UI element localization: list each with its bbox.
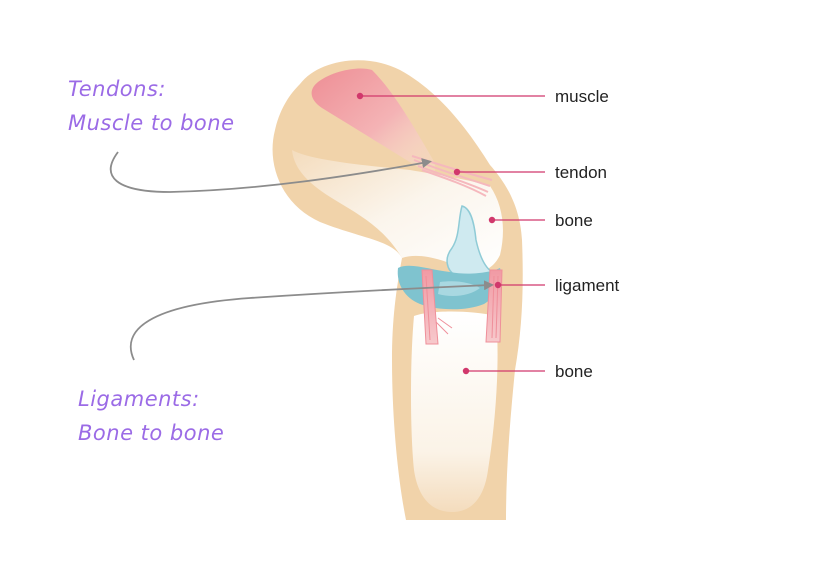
leader-lines bbox=[360, 95, 545, 372]
leader-dots bbox=[356, 92, 502, 375]
muscle bbox=[311, 68, 436, 174]
note-tendons-subtitle: Muscle to bone bbox=[68, 111, 235, 135]
label-bone-lower: bone bbox=[555, 362, 593, 381]
note-ligaments-subtitle: Bone to bone bbox=[78, 421, 224, 445]
tendons-arrow bbox=[109, 151, 432, 193]
meniscus-inner bbox=[438, 281, 480, 296]
label-bone-upper: bone bbox=[555, 211, 593, 230]
label-muscle: muscle bbox=[555, 87, 609, 106]
note-tendons-title: Tendons: bbox=[68, 77, 166, 101]
ligaments-arrow bbox=[129, 280, 494, 361]
label-ligament: ligament bbox=[555, 276, 620, 295]
label-tendon: tendon bbox=[555, 163, 607, 182]
tibia-bone bbox=[411, 311, 498, 512]
note-ligaments-title: Ligaments: bbox=[78, 387, 200, 411]
